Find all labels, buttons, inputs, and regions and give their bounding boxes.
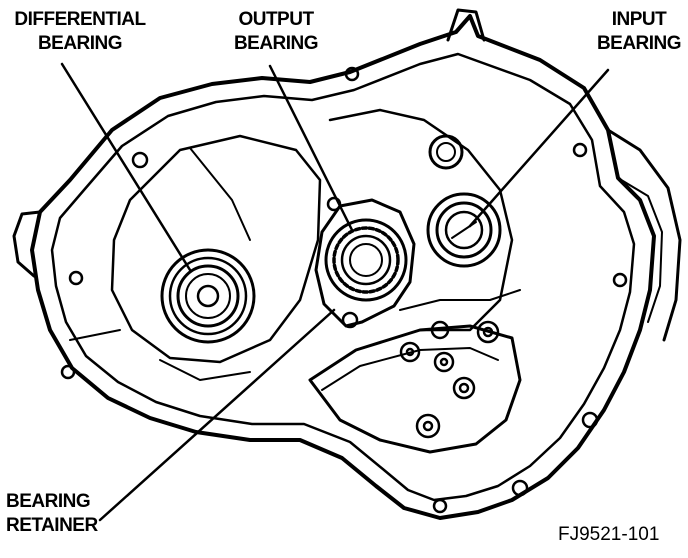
- input-bearing: [426, 192, 502, 268]
- figure-id: FJ9521-101: [558, 524, 660, 545]
- leader-input-bearing: [468, 68, 610, 228]
- output-bearing: [324, 218, 408, 302]
- leader-output-bearing: [268, 64, 354, 232]
- retainer-bolt-lower: [341, 311, 359, 329]
- case-outer-outline: [30, 14, 656, 520]
- label-bearing-retainer: BEARING RETAINER: [6, 491, 98, 536]
- left-mount-ear: [12, 210, 42, 278]
- flange-bolt-holes: [60, 66, 628, 514]
- differential-bearing: [160, 248, 256, 344]
- bearing-retainer-plate: [314, 198, 416, 328]
- upper-hub: [428, 134, 464, 170]
- lower-bolt-bosses: [399, 320, 500, 439]
- central-ribs: [328, 108, 514, 332]
- right-housing-bulge: [606, 128, 682, 342]
- label-differential-bearing: DIFFERENTIAL BEARING: [14, 9, 146, 54]
- label-output-bearing: OUTPUT BEARING: [233, 9, 319, 54]
- lower-pad: [308, 324, 522, 454]
- leader-bearing-retainer: [98, 308, 336, 522]
- differential-web: [110, 134, 322, 364]
- case-inner-flange: [50, 52, 636, 502]
- top-mount-lug: [446, 8, 486, 42]
- label-input-bearing: INPUT BEARING: [596, 9, 682, 54]
- leader-differential-bearing: [60, 62, 192, 272]
